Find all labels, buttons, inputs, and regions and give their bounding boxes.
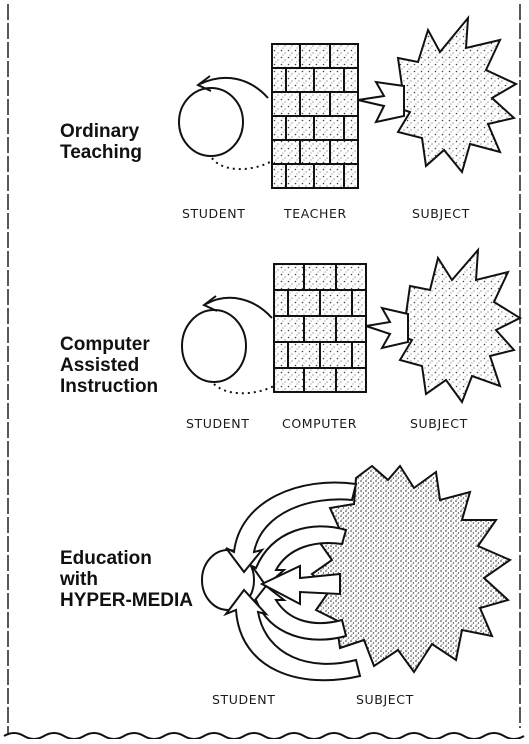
heading-line: HYPER-MEDIA [60, 590, 194, 611]
subject-arrow [365, 306, 409, 350]
heading-line: Instruction [60, 376, 159, 397]
caption-student: STUDENT [182, 206, 246, 221]
heading-computer-assisted-instruction: Computer Assisted Instruction [60, 334, 158, 397]
heading-line: with [60, 569, 98, 590]
heading-line: Education [60, 548, 152, 569]
feedback-arrow [205, 296, 273, 319]
subject-arrow [357, 80, 405, 124]
subject-starburst [310, 464, 513, 674]
teacher-brick-wall [271, 43, 359, 189]
panel-3-artwork [201, 464, 513, 682]
heading-ordinary-teaching: Ordinary Teaching [60, 121, 142, 163]
caption-teacher: TEACHER [284, 206, 347, 221]
computer-brick-wall [273, 263, 367, 393]
caption-student: STUDENT [186, 416, 250, 431]
caption-student: STUDENT [212, 692, 276, 707]
caption-subject: SUBJECT [412, 206, 470, 221]
heading-line: Computer [60, 334, 150, 355]
caption-subject: SUBJECT [356, 692, 414, 707]
page-border [3, 4, 525, 740]
subject-starburst [388, 247, 523, 405]
caption-subject: SUBJECT [410, 416, 468, 431]
panel-2-artwork [181, 247, 523, 405]
outer-bottom-arrow [223, 588, 362, 682]
middle-arrow [259, 564, 341, 606]
heading-line: Teaching [60, 142, 142, 163]
heading-education-with-hyper-media: Education with HYPER-MEDIA [60, 548, 193, 611]
heading-line: Ordinary [60, 121, 140, 142]
feedback-arrow [199, 76, 269, 99]
inner-bottom-arrow [251, 584, 348, 641]
caption-computer: COMPUTER [282, 416, 358, 431]
panel-1-artwork [178, 14, 519, 189]
outer-top-arrow [225, 481, 358, 574]
student-circle [178, 87, 244, 157]
dotted-connection [211, 157, 271, 171]
heading-line: Assisted [60, 355, 140, 376]
dotted-connection [213, 383, 275, 395]
subject-starburst [384, 14, 519, 175]
inner-top-arrow [251, 525, 348, 588]
student-circle [181, 309, 247, 383]
